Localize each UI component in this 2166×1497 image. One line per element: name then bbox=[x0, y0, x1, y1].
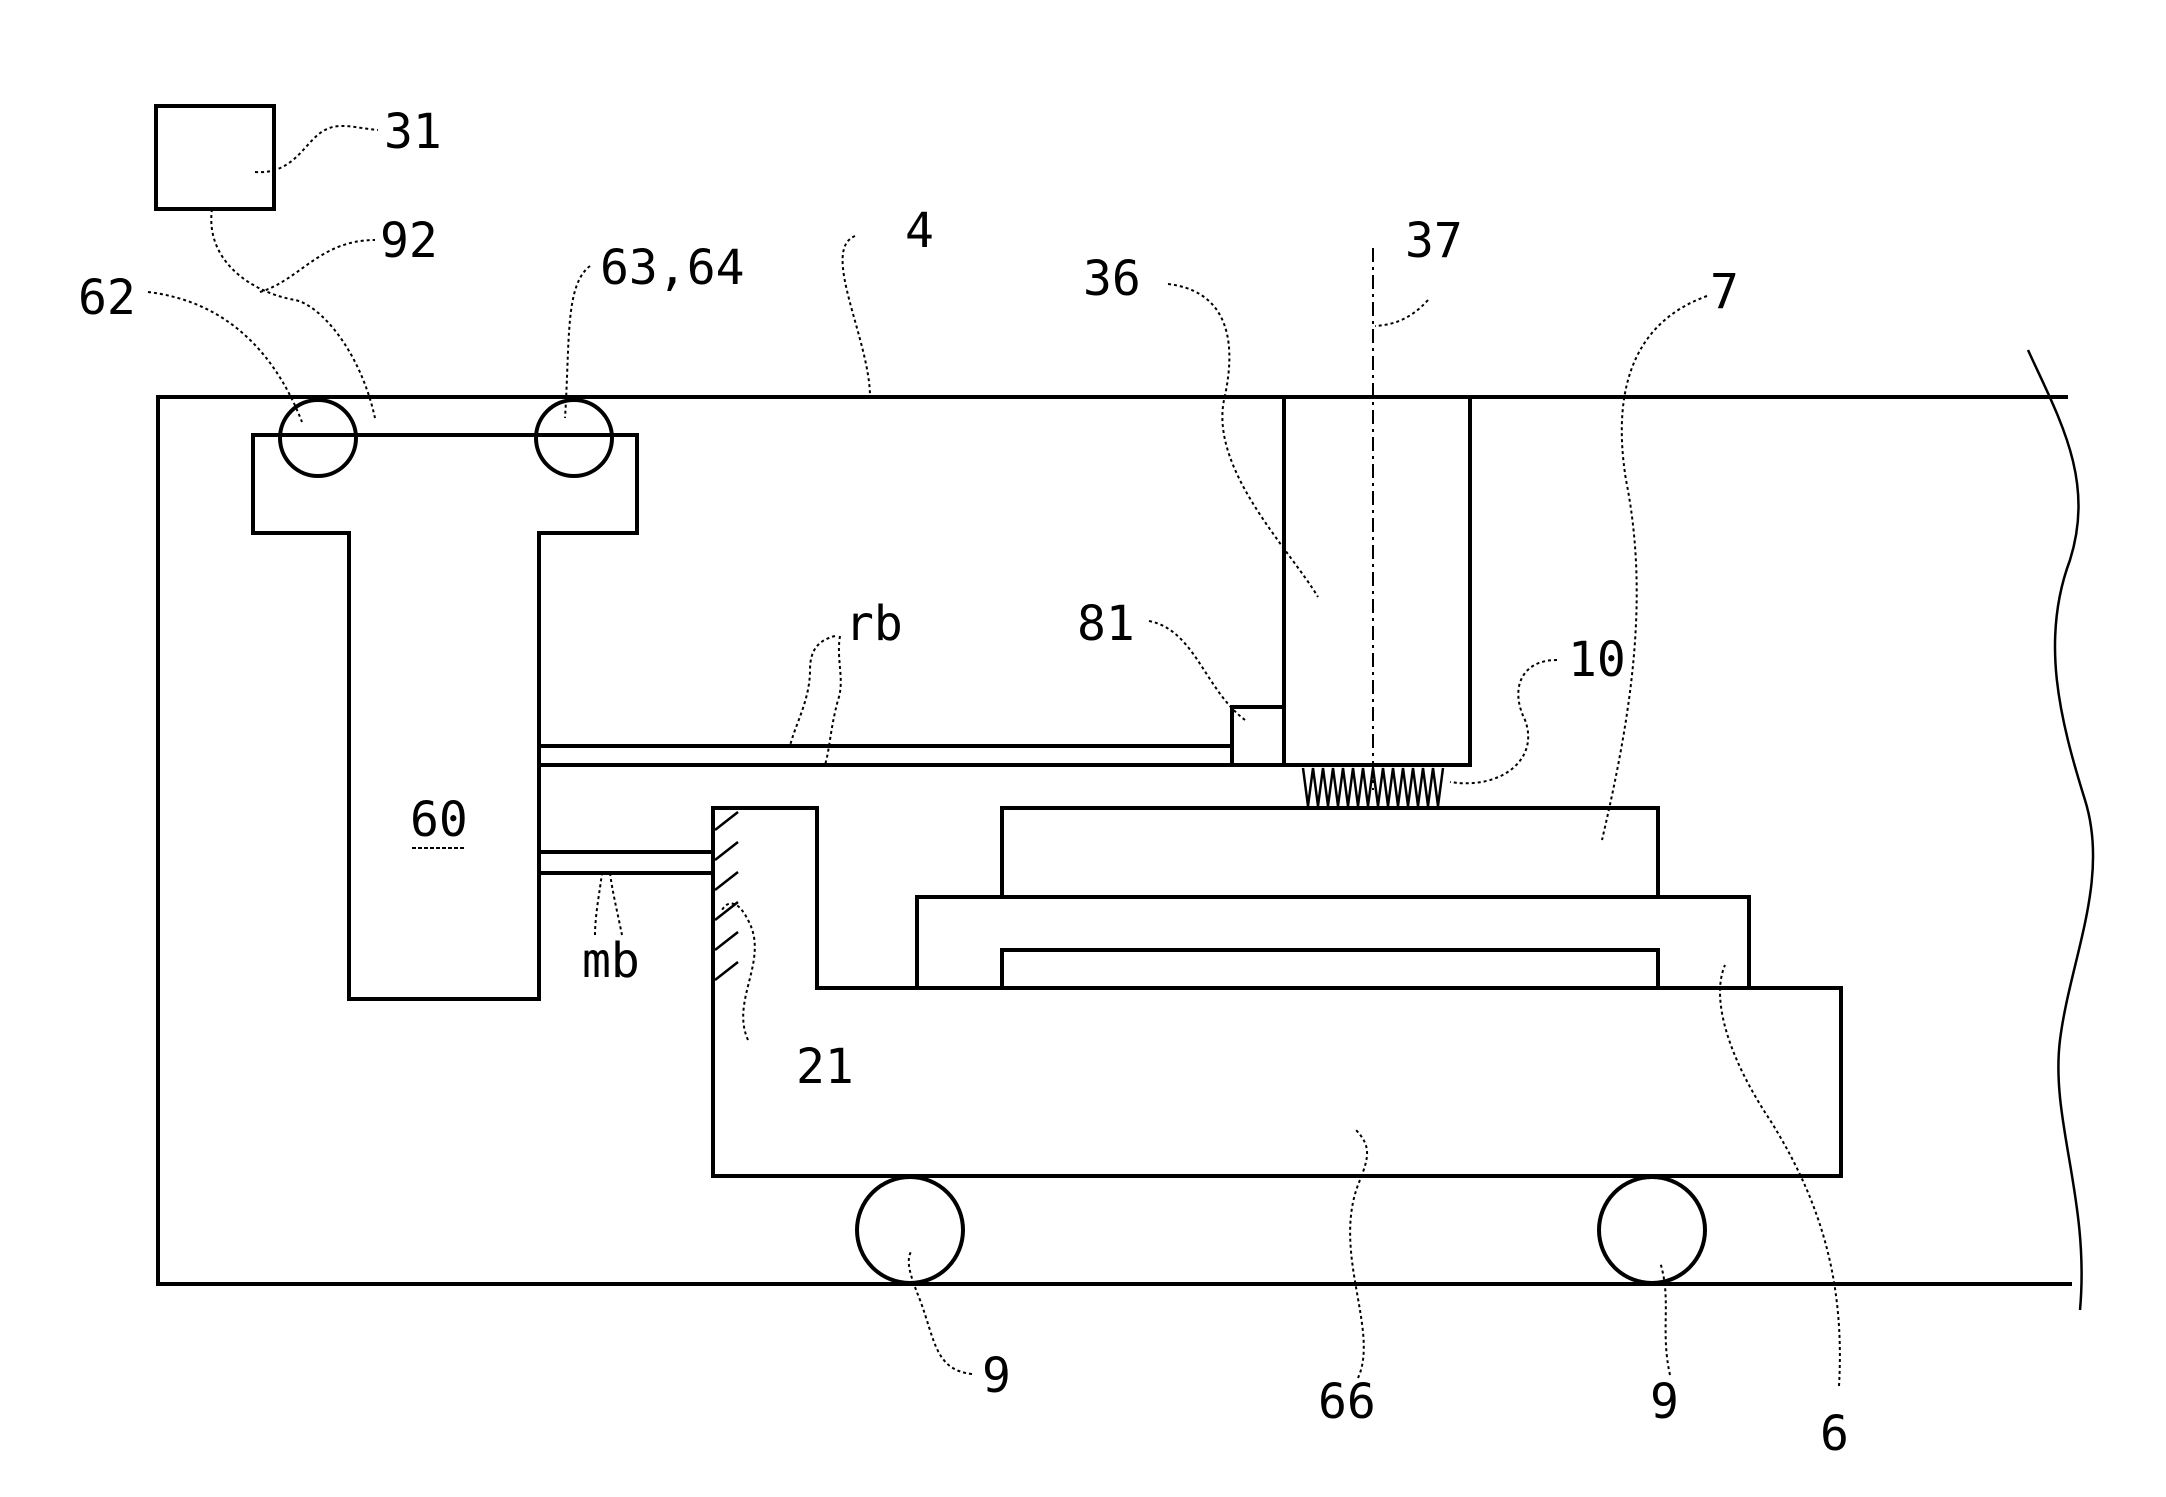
leader-mb-2 bbox=[610, 873, 622, 935]
leader-9a bbox=[909, 1250, 972, 1374]
box-31 bbox=[156, 106, 274, 209]
spring-10 bbox=[1303, 768, 1443, 806]
label-66: 66 bbox=[1318, 1374, 1376, 1430]
label-rb: rb bbox=[845, 596, 903, 652]
label-4: 4 bbox=[905, 203, 934, 259]
label-21: 21 bbox=[796, 1039, 854, 1095]
leader-mb-1 bbox=[595, 873, 602, 935]
head-36 bbox=[1284, 397, 1470, 765]
label-92: 92 bbox=[380, 213, 438, 269]
label-37: 37 bbox=[1405, 213, 1463, 269]
leader-rb-1 bbox=[790, 636, 835, 746]
wheel-9-left bbox=[857, 1177, 963, 1283]
leader-37 bbox=[1375, 300, 1428, 326]
label-81: 81 bbox=[1077, 596, 1135, 652]
label-31: 31 bbox=[384, 104, 442, 160]
label-7: 7 bbox=[1710, 264, 1739, 320]
leader-62 bbox=[148, 292, 302, 422]
label-63-64: 63,64 bbox=[600, 240, 745, 296]
roller-63-64 bbox=[536, 400, 612, 476]
label-62: 62 bbox=[78, 270, 136, 326]
carriage-60 bbox=[253, 435, 637, 999]
hatching-21 bbox=[715, 812, 738, 980]
break-line bbox=[2028, 350, 2093, 1310]
base-66 bbox=[713, 808, 1841, 1176]
label-60: 60 bbox=[410, 792, 468, 848]
leader-4 bbox=[843, 236, 870, 397]
leader-92 bbox=[211, 209, 375, 418]
wheel-9-right bbox=[1599, 1177, 1705, 1283]
label-6: 6 bbox=[1820, 1406, 1849, 1462]
label-9a: 9 bbox=[982, 1348, 1011, 1404]
label-mb: mb bbox=[582, 933, 640, 989]
leader-7 bbox=[1602, 296, 1707, 840]
label-9b: 9 bbox=[1650, 1374, 1679, 1430]
stage-6 bbox=[917, 897, 1749, 988]
leader-36 bbox=[1168, 284, 1318, 597]
leader-92-top bbox=[260, 240, 375, 292]
leader-66 bbox=[1350, 1130, 1367, 1378]
substrate-7 bbox=[1002, 808, 1658, 897]
roller-62 bbox=[280, 400, 356, 476]
label-36: 36 bbox=[1083, 251, 1141, 307]
label-10: 10 bbox=[1568, 632, 1626, 688]
